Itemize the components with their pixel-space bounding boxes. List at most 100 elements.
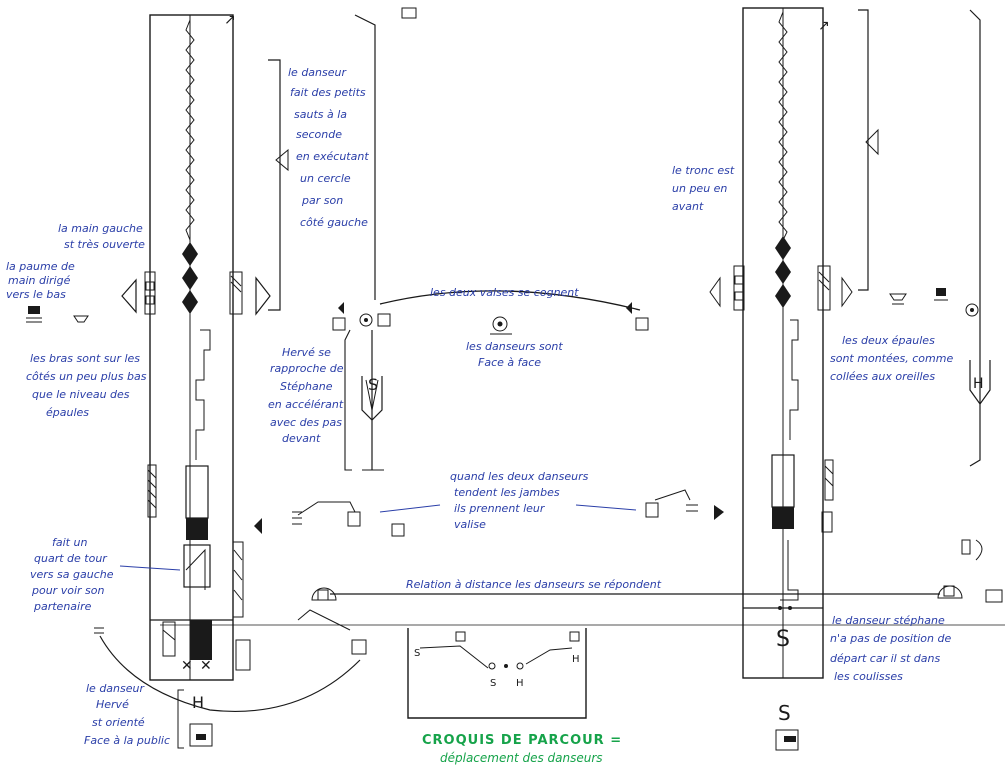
herve-start-position: H xyxy=(177,689,213,749)
svg-text:H: H xyxy=(516,678,524,689)
note-quarter-turn: fait un quart de tour vers sa gauche pou… xyxy=(30,536,181,613)
svg-text:quart de tour: quart de tour xyxy=(34,552,108,565)
note-stephane: le danseur stéphane n'a pas de position … xyxy=(830,614,951,683)
turn-symbol-s: S xyxy=(361,375,383,421)
svg-text:devant: devant xyxy=(282,432,321,445)
svg-text:quand les deux danseurs: quand les deux danseurs xyxy=(450,470,589,483)
left-staff: ✕ ✕ ↗ xyxy=(144,12,251,681)
top-marker xyxy=(401,7,417,19)
svg-text:fait des petits: fait des petits xyxy=(290,86,366,99)
svg-text:partenaire: partenaire xyxy=(33,600,92,613)
cross-symbol-1: ✕ xyxy=(181,658,193,674)
right-staff: S ↗ xyxy=(733,7,834,679)
direction-symbol-left-1 xyxy=(144,271,156,315)
svg-text:vers sa gauche: vers sa gauche xyxy=(30,568,114,581)
svg-text:les deux valses se cognent: les deux valses se cognent xyxy=(430,286,579,299)
svg-text:Relation à distance les danseu: Relation à distance les danseurs se répo… xyxy=(406,578,662,591)
support-symbol-2 xyxy=(183,544,211,588)
diamond-symbols-right xyxy=(775,236,791,308)
support-symbol-1 xyxy=(185,465,209,519)
measure-bracket-left xyxy=(268,14,384,471)
svg-text:le danseur stéphane: le danseur stéphane xyxy=(832,614,945,627)
svg-text:par son: par son xyxy=(301,194,343,207)
svg-text:Hervé se: Hervé se xyxy=(282,346,331,359)
svg-text:Stéphane: Stéphane xyxy=(280,380,333,393)
staff-s-mark: S xyxy=(776,627,790,652)
svg-text:le danseur: le danseur xyxy=(86,682,145,695)
svg-text:H: H xyxy=(572,654,580,665)
svg-text:la main gauche: la main gauche xyxy=(58,222,143,235)
svg-text:un cercle: un cercle xyxy=(300,172,351,185)
facing-symbols-left xyxy=(26,276,271,323)
svg-text:avec des pas: avec des pas xyxy=(270,416,342,429)
stephane-start-position: S xyxy=(775,701,799,751)
svg-text:ils prennent leur: ils prennent leur xyxy=(454,502,546,515)
path-curve-herve xyxy=(94,609,367,713)
note-relation: Relation à distance les danseurs se répo… xyxy=(406,578,662,591)
svg-text:la paume de: la paume de xyxy=(6,260,75,273)
svg-text:st très ouverte: st très ouverte xyxy=(64,238,145,251)
zigzag-line-left xyxy=(185,19,195,241)
note-trunk: le tronc est un peu en avant xyxy=(672,164,735,213)
svg-text:les coulisses: les coulisses xyxy=(834,670,903,683)
svg-text:H: H xyxy=(192,693,204,712)
floor-plan-title: CROQUIS DE PARCOUR = déplacement des dan… xyxy=(422,733,622,765)
svg-text:valise: valise xyxy=(454,518,486,531)
svg-text:en accélérant: en accélérant xyxy=(268,398,344,411)
leg-gesture-symbols xyxy=(254,489,724,537)
note-approach: Hervé se rapproche de Stéphane en accélé… xyxy=(268,346,344,445)
svg-text:S: S xyxy=(368,375,378,394)
note-shoulders: les deux épaules sont montées, comme col… xyxy=(830,334,953,383)
svg-text:S: S xyxy=(490,678,496,689)
waltz-arc xyxy=(332,290,649,335)
staff-tick-left: ↗ xyxy=(224,12,236,28)
relation-line xyxy=(160,585,1005,626)
svg-text:Face à face: Face à face xyxy=(478,356,541,369)
floor-plan-sketch: S S H H xyxy=(407,628,587,719)
direction-symbol-left-2 xyxy=(229,271,243,315)
svg-text:S: S xyxy=(414,648,420,659)
note-jumps: le danseur fait des petits sauts à la se… xyxy=(288,66,369,229)
svg-text:collées aux oreilles: collées aux oreilles xyxy=(830,370,935,383)
note-face-to-face: les danseurs sont Face à face xyxy=(466,340,563,369)
right-edge-symbols xyxy=(961,539,1003,603)
svg-text:un peu en: un peu en xyxy=(672,182,727,195)
staff-h-mark: H xyxy=(973,376,984,392)
svg-text:seconde: seconde xyxy=(296,128,342,141)
svg-text:pour voir son: pour voir son xyxy=(31,584,104,597)
svg-text:sont montées, comme: sont montées, comme xyxy=(830,352,953,365)
cross-symbol-2: ✕ xyxy=(200,658,212,674)
note-palm: la paume de main dirigé vers le bas xyxy=(6,260,75,301)
svg-text:côtés un peu plus bas: côtés un peu plus bas xyxy=(26,370,147,383)
svg-text:épaules: épaules xyxy=(46,406,89,419)
note-left-hand: la main gauche st très ouverte xyxy=(58,222,145,251)
svg-text:tendent les jambes: tendent les jambes xyxy=(454,486,560,499)
svg-text:les bras sont sur les: les bras sont sur les xyxy=(30,352,140,365)
svg-text:départ car il st dans: départ car il st dans xyxy=(830,652,940,665)
note-waltz-bump: les deux valses se cognent xyxy=(430,286,579,299)
diamond-symbols-left xyxy=(182,242,198,314)
svg-text:fait un: fait un xyxy=(52,536,87,549)
note-legs: quand les deux danseurs tendent les jamb… xyxy=(379,470,637,531)
svg-text:le tronc est: le tronc est xyxy=(672,164,735,177)
svg-text:avant: avant xyxy=(672,200,704,213)
staff-tick-right: ↗ xyxy=(818,18,830,34)
measure-bracket-right: H xyxy=(709,9,991,467)
note-arms: les bras sont sur les côtés un peu plus … xyxy=(26,352,147,419)
svg-text:main dirigé: main dirigé xyxy=(8,274,71,287)
svg-text:n'a pas de position de: n'a pas de position de xyxy=(830,632,951,645)
svg-text:les deux épaules: les deux épaules xyxy=(842,334,935,347)
svg-text:S: S xyxy=(778,701,791,725)
zigzag-line-right xyxy=(778,11,788,241)
svg-text:Hervé: Hervé xyxy=(96,698,129,711)
svg-text:les danseurs sont: les danseurs sont xyxy=(466,340,563,353)
svg-text:rapproche de: rapproche de xyxy=(270,362,344,375)
svg-text:le danseur: le danseur xyxy=(288,66,347,79)
svg-text:CROQUIS DE PARCOUR =: CROQUIS DE PARCOUR = xyxy=(422,733,622,748)
svg-text:en exécutant: en exécutant xyxy=(296,150,369,163)
svg-text:st orienté: st orienté xyxy=(92,716,145,729)
svg-text:sauts à la: sauts à la xyxy=(294,108,347,121)
svg-text:vers le bas: vers le bas xyxy=(6,288,66,301)
svg-text:côté gauche: côté gauche xyxy=(300,216,368,229)
